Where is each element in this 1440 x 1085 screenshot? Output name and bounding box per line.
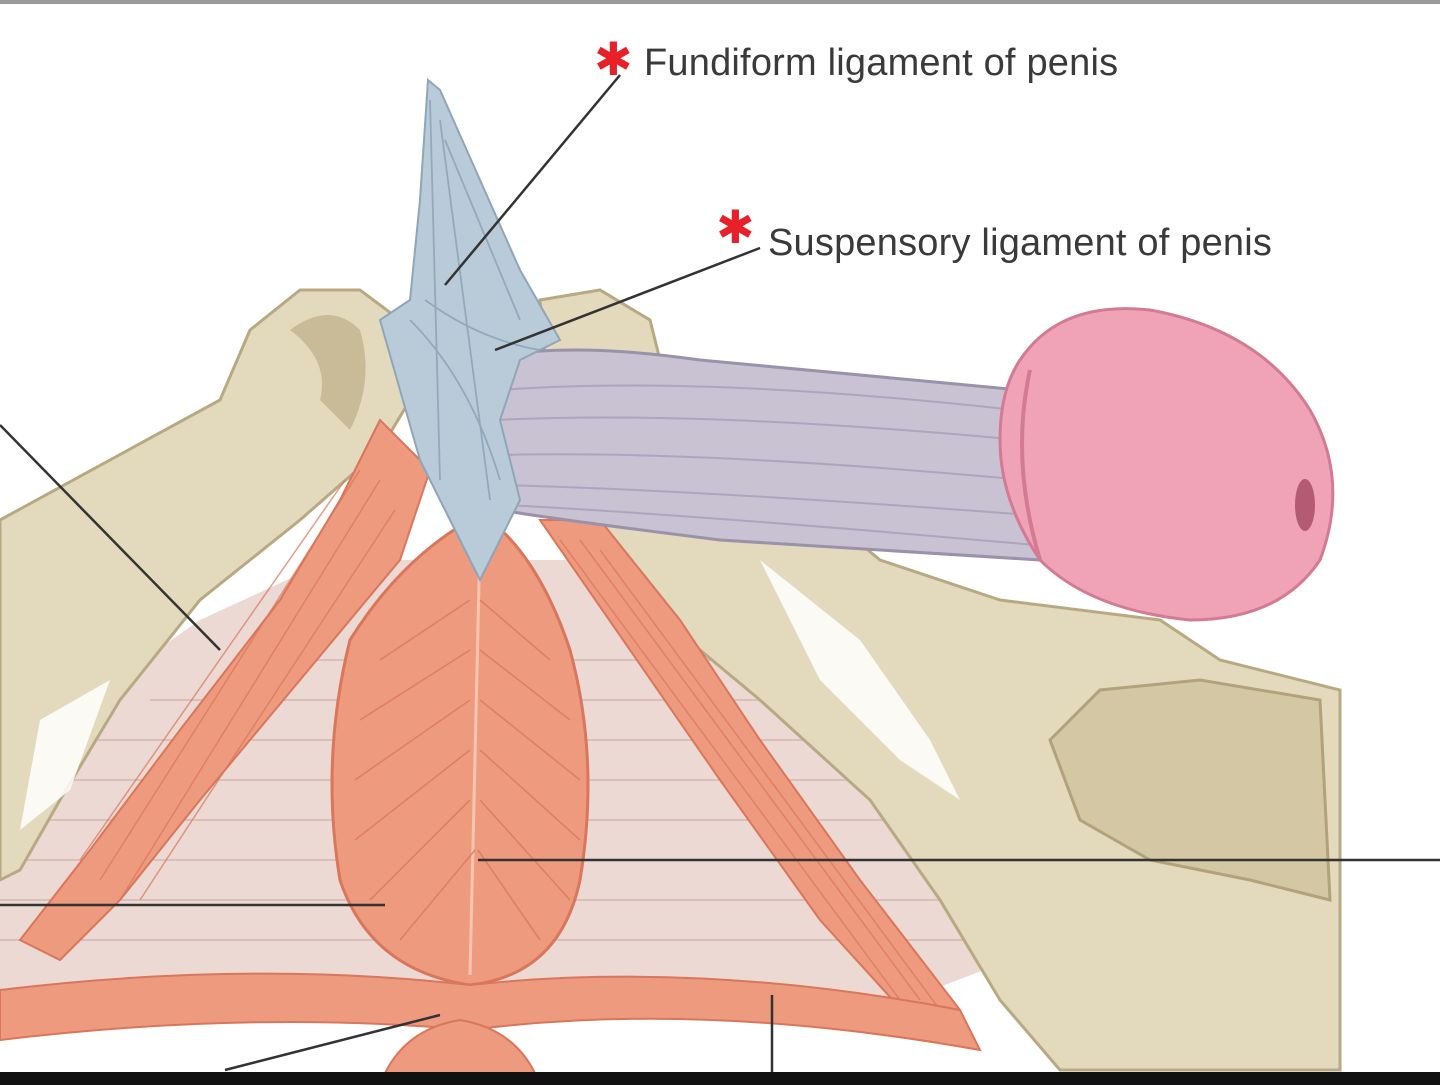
shaft-striations: [494, 384, 1036, 546]
ligament: [378, 77, 562, 583]
suspensory-leader: [494, 246, 761, 352]
urethral-meatus: [1295, 479, 1315, 531]
left-muscle-fibers: [79, 469, 396, 901]
lower-muscle-mass: [378, 1018, 542, 1085]
bottom-frame-band: [0, 1072, 1440, 1085]
fundiform-asterisk: ✱: [594, 32, 633, 86]
obturator-foramen: [1048, 678, 1332, 902]
leader-lines: [0, 74, 1440, 1085]
suspensory-asterisk: ✱: [716, 200, 755, 254]
glans: [998, 307, 1335, 622]
median-raphe: [468, 539, 482, 976]
left-bone-shadow: [290, 315, 366, 430]
right-inner-opening: [760, 560, 960, 800]
right-muscle-fibers: [559, 539, 941, 1011]
ligament-fibers: [409, 99, 541, 501]
fundiform-ligament-label: Fundiform ligament of penis: [644, 42, 1119, 84]
left-inner-opening: [20, 680, 110, 830]
top-frame-line: [0, 0, 1440, 4]
perineal-body-leader: [224, 1013, 441, 1072]
suspensory-ligament-label: Suspensory ligament of penis: [768, 222, 1273, 264]
left-muscle-leader: [0, 424, 221, 651]
bulbospongiosus-fibers: [354, 599, 581, 941]
fundiform-leader: [444, 74, 621, 286]
corona: [1020, 369, 1042, 561]
transverse-perineal: [0, 972, 982, 1052]
left-ischiocavernosus: [18, 418, 432, 962]
